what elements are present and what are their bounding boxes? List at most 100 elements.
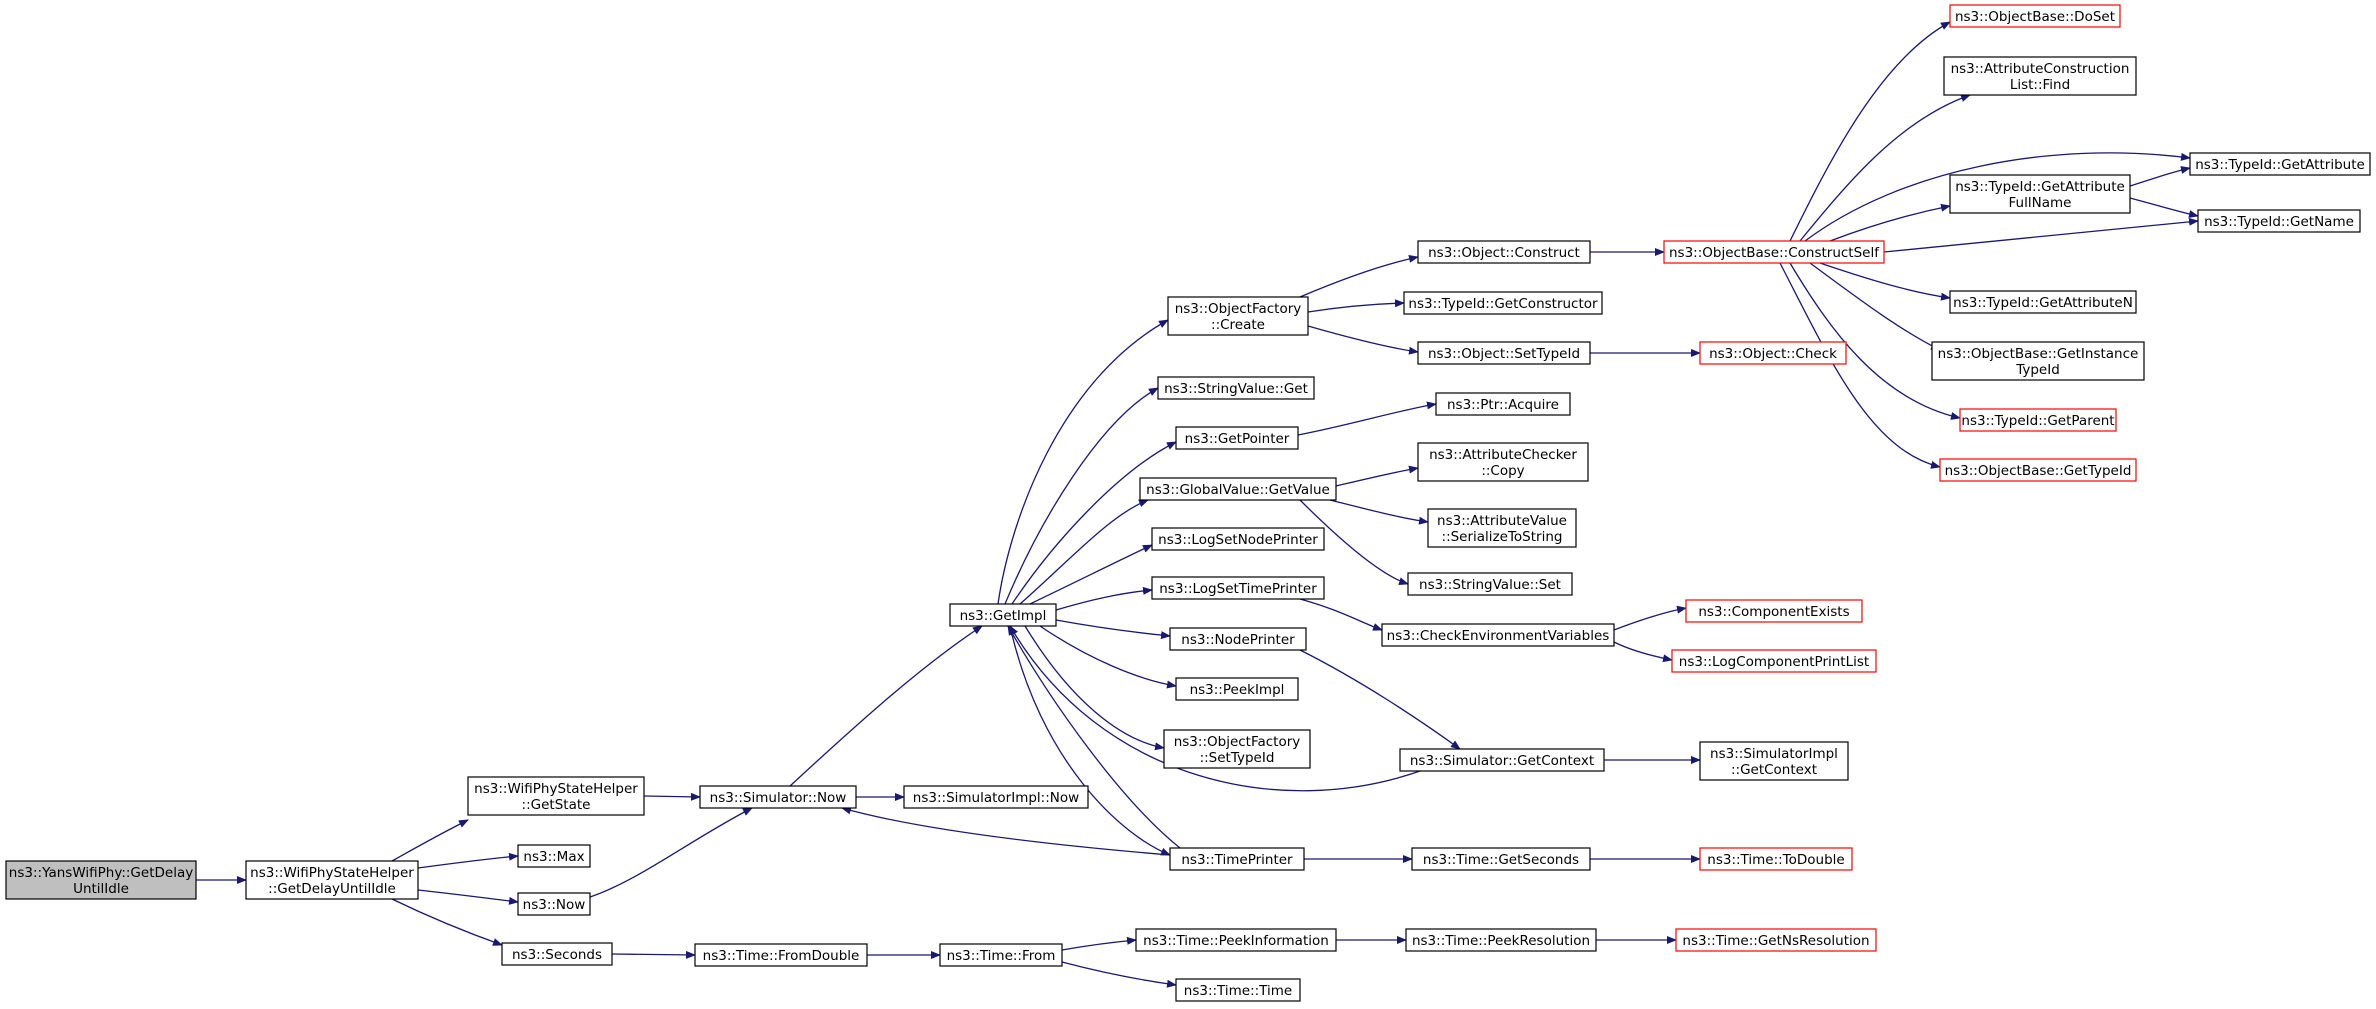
node-label-obgettypeid-line-0: ns3::ObjectBase::GetTypeId <box>1945 463 2132 479</box>
node-label-nodeprinter-line-0: ns3::NodePrinter <box>1181 632 1295 648</box>
node-peekres[interactable]: ns3::Time::PeekResolution <box>1405 928 1597 952</box>
node-logsettime[interactable]: ns3::LogSetTimePrinter <box>1151 576 1325 600</box>
edge-getattrfull-to-getname <box>2129 197 2199 218</box>
edge-gvgetvalue-to-strset <box>1299 499 1409 586</box>
node-label-getstate-line-1: ::GetState <box>522 797 591 813</box>
edge-getimpl-to-peekimpl <box>1039 625 1177 689</box>
node-simimplnow[interactable]: ns3::SimulatorImpl::Now <box>903 785 1089 809</box>
node-label-avser-line-1: ::SerializeToString <box>1442 529 1563 545</box>
node-label-getnsres-line-0: ns3::Time::GetNsResolution <box>1682 933 1869 949</box>
node-box-getdelay <box>245 860 419 900</box>
node-box-seconds <box>501 942 613 966</box>
node-box-now <box>517 892 591 916</box>
node-seconds[interactable]: ns3::Seconds <box>501 942 613 966</box>
node-strset[interactable]: ns3::StringValue::Set <box>1407 572 1573 596</box>
node-box-logsetnode <box>1151 527 1325 551</box>
node-max[interactable]: ns3::Max <box>517 844 591 868</box>
node-now[interactable]: ns3::Now <box>517 892 591 916</box>
node-label-root-line-0: ns3::YansWifiPhy::GetDelay <box>9 865 193 881</box>
node-box-aclfind <box>1943 56 2137 96</box>
node-getnsres[interactable]: ns3::Time::GetNsResolution <box>1675 928 1877 952</box>
edge-getimpl-to-ofsettypeid <box>1024 625 1165 751</box>
edge-gvgetvalue-to-avser <box>1329 499 1429 525</box>
node-root[interactable]: ns3::YansWifiPhy::GetDelayUntilIdle <box>5 860 197 900</box>
node-simnow[interactable]: ns3::Simulator::Now <box>699 785 857 809</box>
node-strget[interactable]: ns3::StringValue::Get <box>1157 376 1315 400</box>
node-getpointer[interactable]: ns3::GetPointer <box>1175 426 1299 450</box>
node-label-getconstructor-line-0: ns3::TypeId::GetConstructor <box>1408 296 1598 312</box>
node-logsetnode[interactable]: ns3::LogSetNodePrinter <box>1151 527 1325 551</box>
node-label-ofcreate-line-1: ::Create <box>1211 317 1265 333</box>
node-getimpl[interactable]: ns3::GetImpl <box>949 603 1057 627</box>
node-todouble[interactable]: ns3::Time::ToDouble <box>1699 847 1853 871</box>
node-logcompprint[interactable]: ns3::LogComponentPrintList <box>1671 649 1877 673</box>
node-objcheck[interactable]: ns3::Object::Check <box>1699 341 1847 365</box>
edge-constructself-to-getinsttypeid <box>1809 262 1941 351</box>
node-getstate[interactable]: ns3::WifiPhyStateHelper::GetState <box>467 776 645 816</box>
node-doset[interactable]: ns3::ObjectBase::DoSet <box>1949 4 2121 28</box>
node-objsettypeid[interactable]: ns3::Object::SetTypeId <box>1417 341 1591 365</box>
node-label-objsettypeid-line-0: ns3::Object::SetTypeId <box>1428 346 1580 362</box>
node-getname[interactable]: ns3::TypeId::GetName <box>2197 209 2361 233</box>
edge-timefrom-to-timetime <box>1061 961 1177 988</box>
node-checkenv[interactable]: ns3::CheckEnvironmentVariables <box>1381 623 1615 647</box>
node-label-getpointer-line-0: ns3::GetPointer <box>1185 431 1290 447</box>
node-compexists[interactable]: ns3::ComponentExists <box>1685 599 1863 623</box>
node-timefrom[interactable]: ns3::Time::From <box>939 943 1063 967</box>
node-simimplgetctx[interactable]: ns3::SimulatorImpl::GetContext <box>1699 741 1849 781</box>
node-box-getattribute <box>2189 152 2371 176</box>
node-timetime[interactable]: ns3::Time::Time <box>1175 978 1301 1002</box>
node-label-getparent-line-0: ns3::TypeId::GetParent <box>1961 413 2114 429</box>
edge-constructself-to-getattrn <box>1819 262 1951 301</box>
node-box-obgettypeid <box>1939 458 2137 482</box>
node-peekinfo[interactable]: ns3::Time::PeekInformation <box>1135 928 1337 952</box>
node-gvgetvalue[interactable]: ns3::GlobalValue::GetValue <box>1139 477 1337 501</box>
node-getdelay[interactable]: ns3::WifiPhyStateHelper::GetDelayUntilId… <box>245 860 419 900</box>
node-label-aclfind-line-1: List::Find <box>2010 77 2070 93</box>
node-box-getnsres <box>1675 928 1877 952</box>
edge-logsettime-to-checkenv <box>1299 598 1383 631</box>
node-timeprinter[interactable]: ns3::TimePrinter <box>1169 847 1305 871</box>
edge-nodeprinter-to-simgetctx <box>1299 649 1461 750</box>
node-getseconds[interactable]: ns3::Time::GetSeconds <box>1411 847 1591 871</box>
node-peekimpl[interactable]: ns3::PeekImpl <box>1175 677 1299 701</box>
node-label-objcheck-line-0: ns3::Object::Check <box>1709 346 1837 362</box>
node-label-max-line-0: ns3::Max <box>523 849 584 865</box>
edge-now-to-simnow <box>589 807 753 898</box>
node-box-acccopy <box>1417 442 1589 482</box>
node-getconstructor[interactable]: ns3::TypeId::GetConstructor <box>1403 291 1603 315</box>
node-ofsettypeid[interactable]: ns3::ObjectFactory::SetTypeId <box>1163 729 1311 769</box>
node-label-now-line-0: ns3::Now <box>523 897 586 913</box>
node-box-strset <box>1407 572 1573 596</box>
node-label-timeprinter-line-0: ns3::TimePrinter <box>1181 852 1293 868</box>
node-getattrn[interactable]: ns3::TypeId::GetAttributeN <box>1949 290 2137 314</box>
node-label-getstate-line-0: ns3::WifiPhyStateHelper <box>474 781 638 797</box>
node-ptracquire[interactable]: ns3::Ptr::Acquire <box>1435 392 1571 416</box>
node-label-getdelay-line-0: ns3::WifiPhyStateHelper <box>250 865 414 881</box>
node-label-getattrn-line-0: ns3::TypeId::GetAttributeN <box>1953 295 2133 311</box>
node-constructself[interactable]: ns3::ObjectBase::ConstructSelf <box>1663 240 1885 264</box>
node-getparent[interactable]: ns3::TypeId::GetParent <box>1959 408 2117 432</box>
node-label-logcompprint-line-0: ns3::LogComponentPrintList <box>1679 654 1869 670</box>
node-ofcreate[interactable]: ns3::ObjectFactory::Create <box>1167 296 1309 336</box>
node-acccopy[interactable]: ns3::AttributeChecker::Copy <box>1417 442 1589 482</box>
edge-constructself-to-getname <box>1883 217 2199 253</box>
node-label-checkenv-line-0: ns3::CheckEnvironmentVariables <box>1387 628 1610 644</box>
node-label-ofsettypeid-line-1: ::SetTypeId <box>1200 750 1275 766</box>
node-fromdouble[interactable]: ns3::Time::FromDouble <box>694 943 868 967</box>
node-objconstruct[interactable]: ns3::Object::Construct <box>1417 240 1591 264</box>
node-avser[interactable]: ns3::AttributeValue::SerializeToString <box>1427 508 1577 548</box>
node-label-objconstruct-line-0: ns3::Object::Construct <box>1428 245 1580 261</box>
node-obgettypeid[interactable]: ns3::ObjectBase::GetTypeId <box>1939 458 2137 482</box>
node-nodeprinter[interactable]: ns3::NodePrinter <box>1169 627 1307 651</box>
edge-seconds-to-fromdouble <box>611 950 696 959</box>
node-getattribute[interactable]: ns3::TypeId::GetAttribute <box>2189 152 2371 176</box>
node-label-getimpl-line-0: ns3::GetImpl <box>960 608 1047 624</box>
node-label-strget-line-0: ns3::StringValue::Get <box>1164 381 1308 397</box>
edge-ofcreate-to-objsettypeid <box>1307 325 1419 355</box>
node-simgetctx[interactable]: ns3::Simulator::GetContext <box>1399 748 1605 772</box>
